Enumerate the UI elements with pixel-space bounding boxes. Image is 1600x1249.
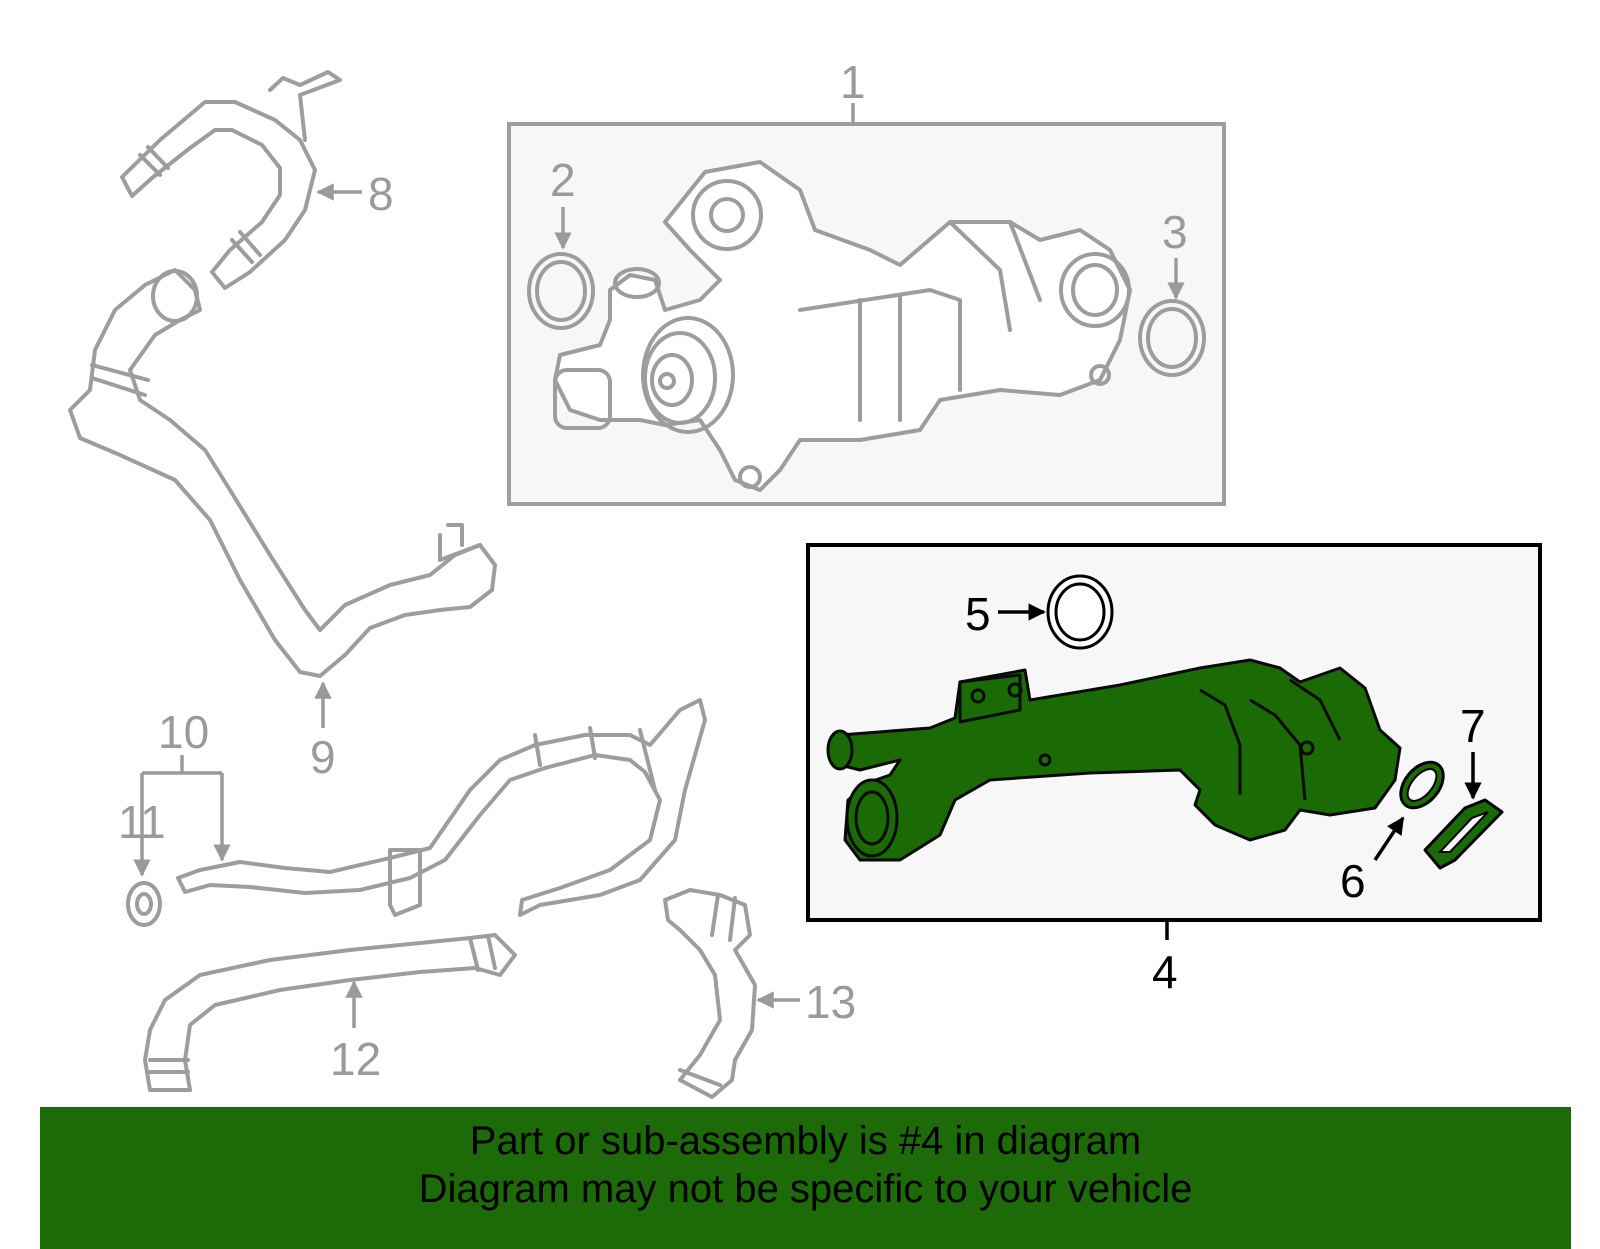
callout-6: 6 [1340,855,1366,907]
callout-7: 7 [1460,700,1486,752]
callout-11: 11 [118,796,166,848]
part-5-gasket [1046,574,1114,650]
part-2-gasket [527,252,595,330]
part-1-water-pump [553,160,1132,492]
part-12-hose: 12 [143,933,517,1092]
callout-8: 8 [368,168,394,220]
callout-3: 3 [1162,206,1188,258]
callout-13: 13 [805,976,856,1028]
callout-2: 2 [550,154,576,206]
part-3-gasket [1138,299,1206,377]
part-8-hose: 8 [120,70,394,290]
info-banner: Part or sub-assembly is #4 in diagram Di… [40,1107,1571,1249]
callout-4: 4 [1152,946,1178,998]
part-9-hose: 9 [68,268,497,783]
banner-line-1: Part or sub-assembly is #4 in diagram [469,1119,1142,1163]
callout-12: 12 [330,1033,381,1085]
part-13-hose: 13 [663,888,856,1099]
part-4-thermostat-housing [826,658,1402,862]
banner-line-2: Diagram may not be specific to your vehi… [418,1167,1193,1211]
callout-5: 5 [965,588,991,640]
part-11-washer [126,881,162,927]
callout-1: 1 [840,56,866,108]
callout-10: 10 [158,706,209,758]
callout-9: 9 [310,731,336,783]
part-10-pipe [176,698,707,917]
